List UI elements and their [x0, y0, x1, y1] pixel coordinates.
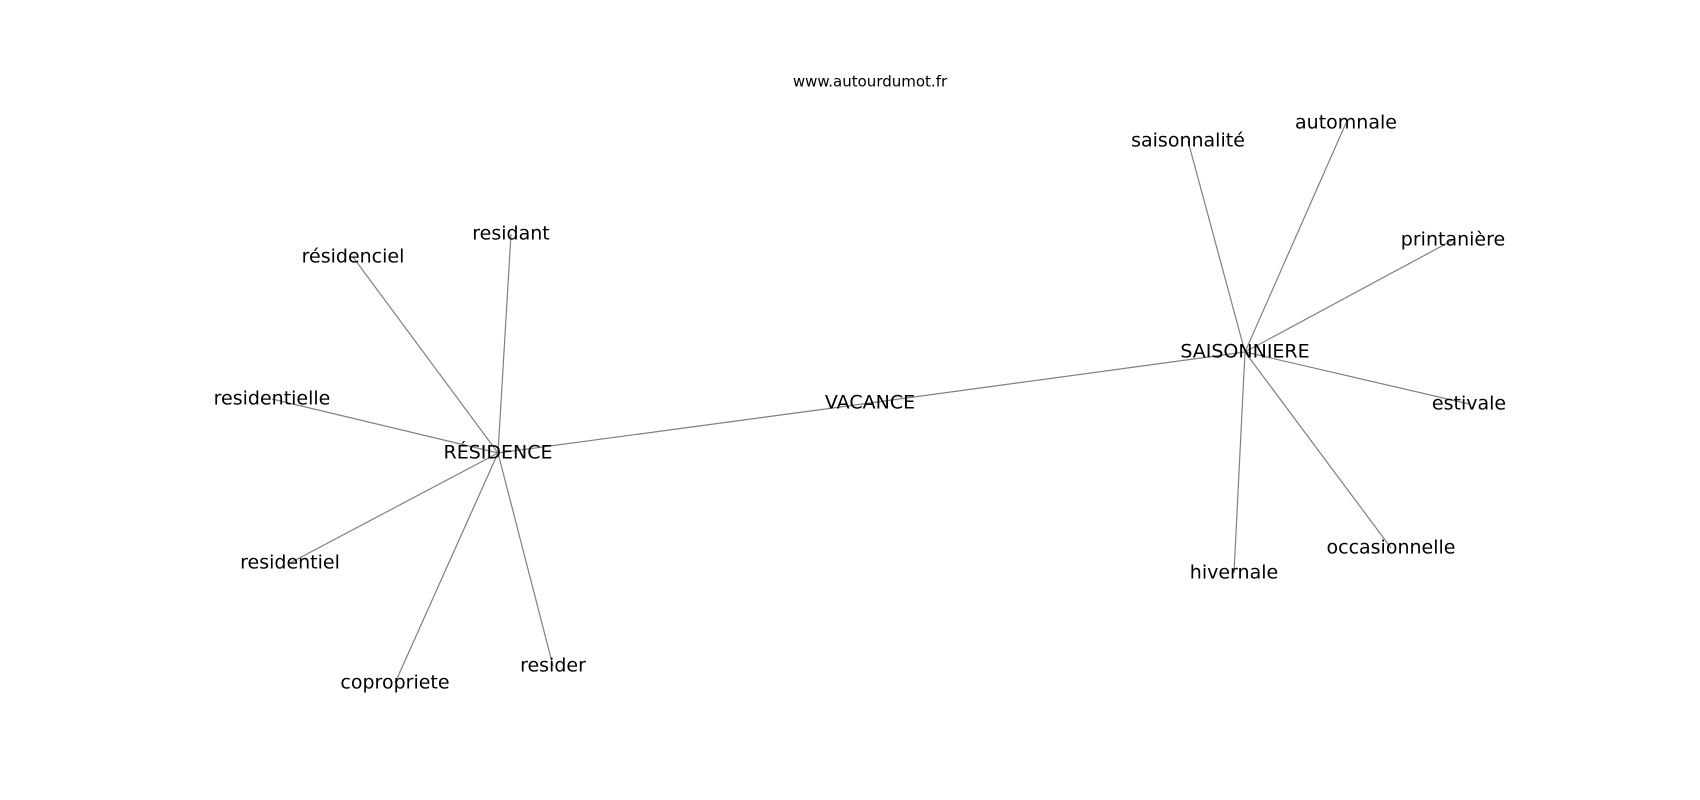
- edge-vacance-saisonniere: [869, 351, 1246, 404]
- graph-nodes: VACANCE RÉSIDENCE SAISONNIERE residant résid…: [214, 112, 1506, 694]
- edge-saisonniere-automnale: [1244, 122, 1347, 353]
- node-saisonniere: SAISONNIERE: [1180, 341, 1309, 363]
- node-saisonnalite: saisonnalité: [1131, 130, 1245, 152]
- node-copropriete: copropriete: [340, 672, 449, 694]
- node-residenciel: résidenciel: [302, 246, 405, 268]
- edge-saisonniere-printaniere: [1244, 239, 1454, 353]
- node-occasionnelle: occasionnelle: [1327, 537, 1456, 559]
- node-vacance: VACANCE: [825, 392, 915, 414]
- node-residence: RÉSIDENCE: [444, 441, 553, 464]
- node-residant: residant: [472, 223, 549, 245]
- graph-edges: [271, 122, 1470, 684]
- edge-saisonniere-saisonnalite: [1187, 140, 1246, 353]
- edge-residence-residentiel: [289, 452, 499, 564]
- edge-residence-residentielle: [271, 398, 499, 454]
- site-watermark: www.autourdumot.fr: [793, 73, 948, 91]
- edge-residence-resider: [497, 452, 554, 667]
- edge-saisonniere-occasionnelle: [1244, 351, 1392, 549]
- node-automnale: automnale: [1295, 112, 1397, 134]
- node-resider: resider: [520, 655, 586, 677]
- edge-residence-residant: [497, 233, 512, 454]
- edge-residence-copropriete: [394, 452, 499, 684]
- node-residentiel: residentiel: [240, 552, 340, 574]
- edge-saisonniere-estivale: [1244, 351, 1470, 405]
- node-estivale: estivale: [1432, 393, 1506, 415]
- node-printaniere: printanière: [1401, 229, 1505, 251]
- node-residentielle: residentielle: [214, 388, 331, 410]
- edge-residence-residenciel: [352, 256, 499, 454]
- node-hivernale: hivernale: [1190, 562, 1278, 584]
- edge-saisonniere-hivernale: [1233, 351, 1246, 574]
- edge-residence-vacance: [497, 402, 871, 454]
